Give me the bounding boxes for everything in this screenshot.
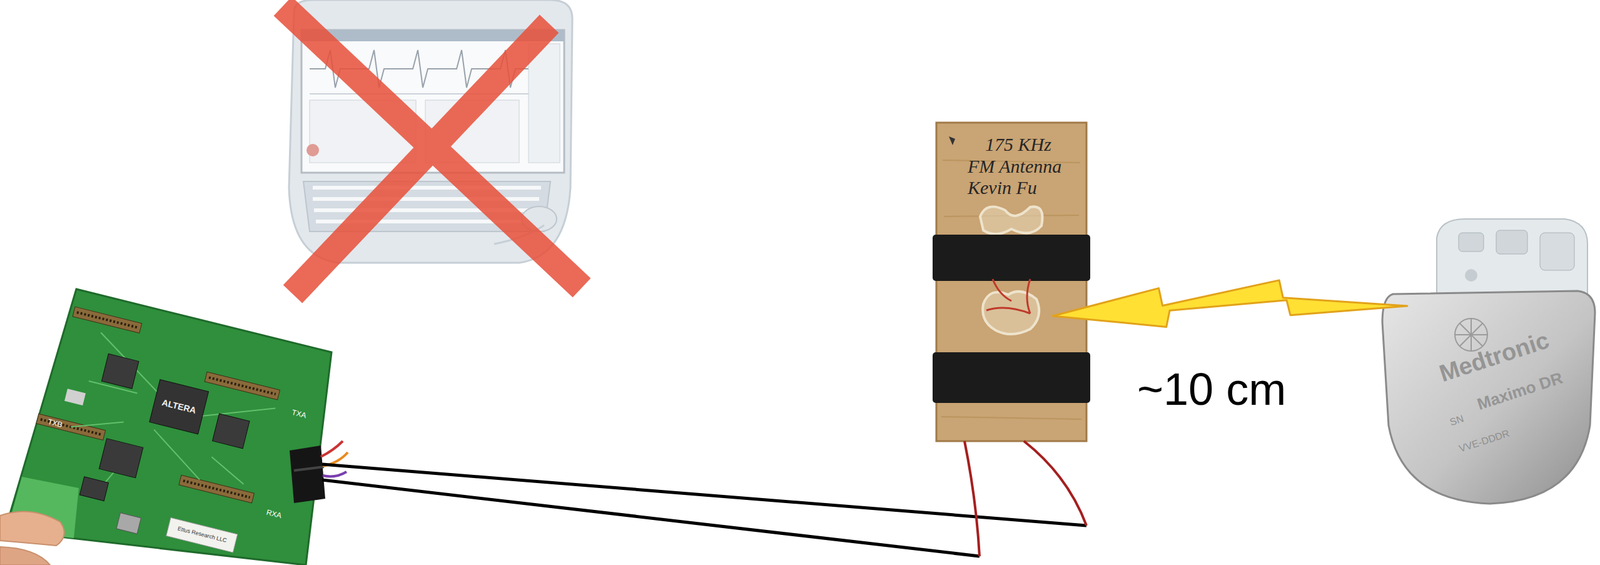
circuit-board-art-part xyxy=(322,471,347,477)
circuit-board-art-part-part xyxy=(166,517,238,553)
circuit-board-art-part-part xyxy=(212,413,250,449)
pacemaker: MedtronicMaximo DRSNVVE-DDDR xyxy=(1377,218,1597,505)
circuit-board-art-part-part xyxy=(98,438,143,478)
circuit-board-art-part-part xyxy=(116,512,141,534)
pacemaker-art-part xyxy=(1458,232,1484,252)
cardboard-antenna-art-part xyxy=(986,307,1031,314)
red-lead xyxy=(1023,440,1087,526)
pacemaker-art-part-part xyxy=(1454,318,1488,351)
pacemaker-art-part xyxy=(1464,268,1478,282)
node-title: 175 KHz FM Antenna Kevin Fu xyxy=(967,133,1071,199)
circuit-board-art-part xyxy=(289,445,326,503)
cardboard-antenna-art-part xyxy=(948,136,956,146)
circuit-board-art-part-part xyxy=(34,310,284,498)
pacemaker-art-part xyxy=(1382,290,1595,504)
circuit-board-art-part xyxy=(320,440,343,457)
pacemaker-art-part xyxy=(1539,232,1575,271)
cardboard-antenna-art-part xyxy=(980,206,1043,234)
distance-label: ~10 cm xyxy=(1137,364,1287,415)
circuit-board-art-part xyxy=(293,466,325,471)
programmer-device-part xyxy=(528,43,560,163)
programmer-device-part xyxy=(309,93,551,95)
cross-out-mark-part xyxy=(292,23,550,294)
cross-out-mark xyxy=(282,6,582,294)
wire xyxy=(322,479,980,557)
lightning-bolt xyxy=(1052,280,1408,328)
circuit-board-art-part xyxy=(0,511,65,546)
antenna-coil: 175 KHz FM Antenna Kevin Fu xyxy=(936,122,1087,441)
circuit-board-art-part xyxy=(0,546,51,565)
wire xyxy=(322,464,1087,526)
red-lead xyxy=(964,440,980,557)
cardboard-antenna-art-part xyxy=(932,352,1091,403)
cardboard-antenna-art-part xyxy=(932,234,1091,281)
pacemaker-art-part xyxy=(1454,318,1488,351)
pacemaker-art-part-part xyxy=(1454,318,1488,351)
wire-pair xyxy=(322,440,1087,557)
circuit-board-art-part-part xyxy=(149,379,209,435)
circuit-board-art-part-part xyxy=(101,353,139,389)
circuit-board-art-part-part xyxy=(64,388,86,406)
circuit-board-art-part xyxy=(322,452,348,466)
programmer-device-part xyxy=(306,143,319,157)
circuit-board-art-part-part xyxy=(58,330,283,524)
cardboard-antenna-art-part xyxy=(992,278,1031,314)
pacemaker-art-part xyxy=(1496,230,1528,254)
wireless-bolt xyxy=(1052,280,1408,328)
circuit-board: ALTERATXBTXARXAEttus Research LLC xyxy=(5,288,323,565)
circuit-board-art-part-part xyxy=(79,476,109,502)
